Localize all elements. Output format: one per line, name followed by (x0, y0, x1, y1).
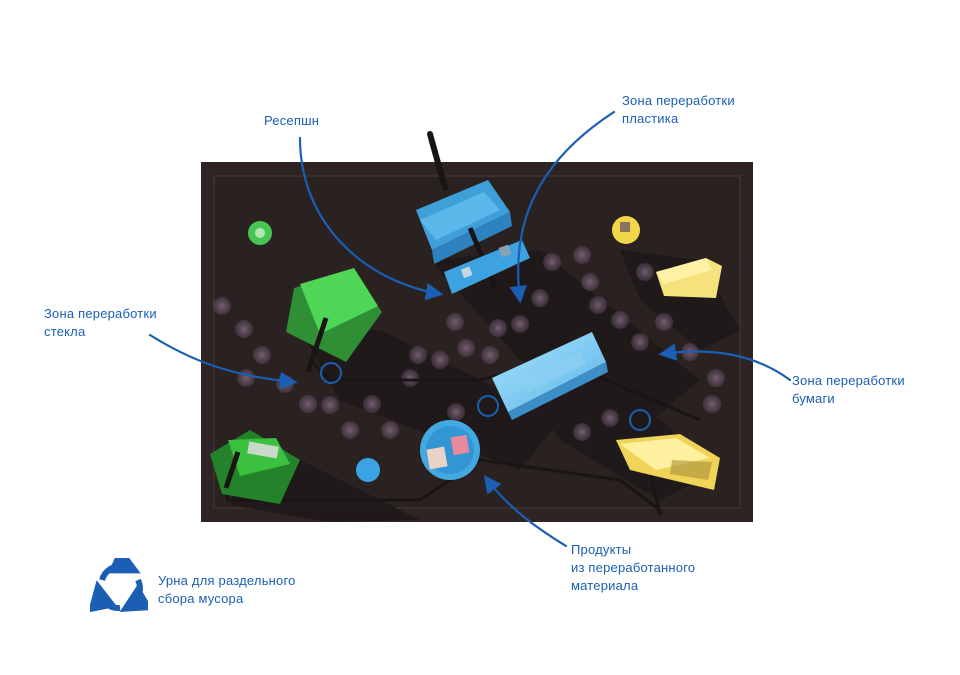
small-blue-table (356, 458, 380, 482)
bin-ring (477, 395, 499, 417)
label-products: Продукты из переработанного материала (571, 542, 696, 593)
label-glass-zone: Зона переработки стекла (44, 306, 157, 339)
sorting-bins (320, 362, 651, 431)
paper-zone (612, 216, 722, 490)
label-reception: Ресепшн (264, 113, 320, 128)
legend: Урна для раздельного сбора мусора (90, 558, 350, 618)
plastic-counter (492, 332, 608, 420)
label-plastic-zone: Зона переработки пластика (622, 93, 735, 126)
products-table (420, 420, 480, 480)
bin-ring (320, 362, 342, 384)
bin-ring (629, 409, 651, 431)
label-paper-zone: Зона переработки бумаги (792, 373, 905, 406)
recycle-bin-icon (90, 558, 148, 613)
legend-text: Урна для раздельного сбора мусора (158, 573, 296, 606)
